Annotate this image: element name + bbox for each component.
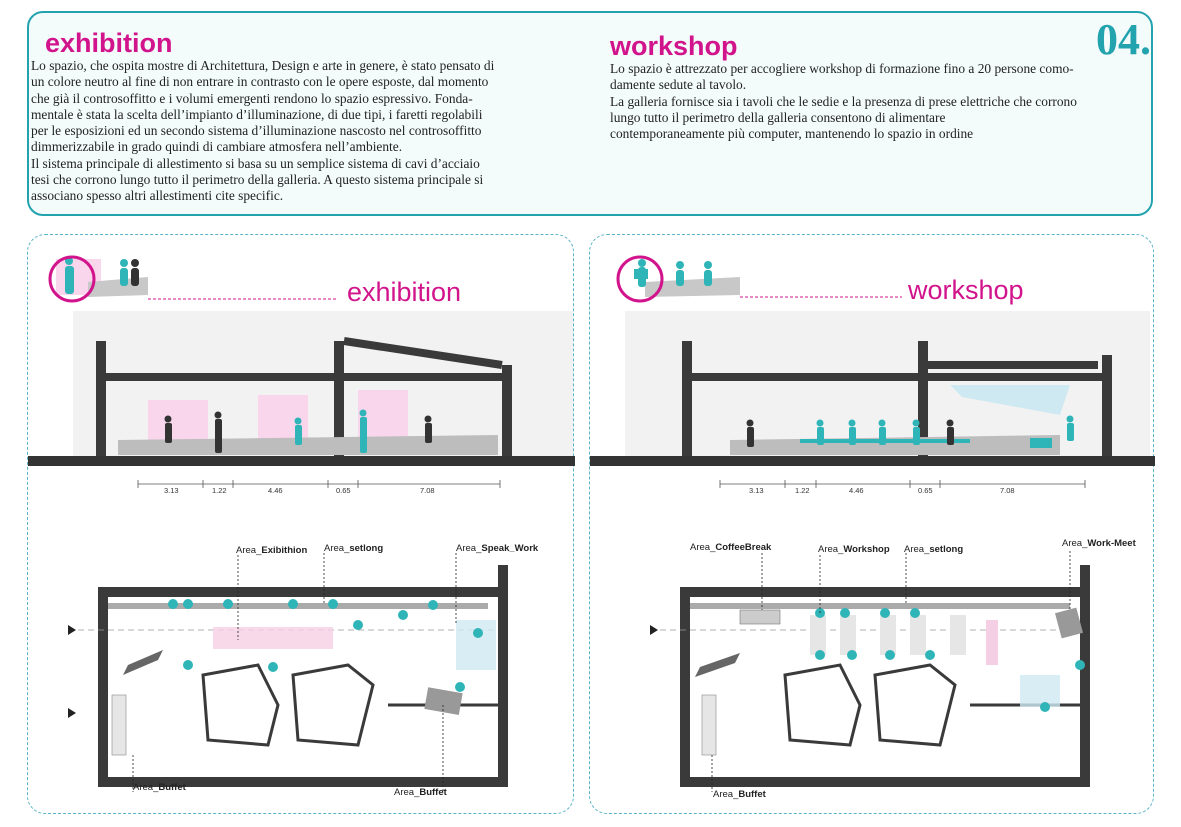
workshop-section [590, 311, 1155, 466]
workshop-mode-icon [616, 255, 740, 303]
dimension-label: 1.22 [795, 486, 810, 495]
exhibition-drawing [28, 255, 575, 792]
page-number: 04. [1096, 15, 1151, 64]
area-label-exhibition: Area_Exibithion [236, 545, 308, 556]
header-box [27, 11, 1153, 216]
area-label-buffet: Area_Buffet [713, 789, 766, 800]
workshop-dimension-line [719, 480, 1086, 488]
area-label-setlong: Area_setlong [904, 544, 964, 555]
exhibition-mode-icon [48, 255, 148, 303]
dimension-label: 4.46 [849, 486, 864, 495]
exhibition-dimension-line [137, 480, 501, 488]
dimension-label: 3.13 [164, 486, 179, 495]
workshop-description: Lo spazio è attrezzato per accogliere wo… [610, 61, 1077, 142]
area-label-work-meet: Area_Work-Meet [1062, 538, 1136, 549]
workshop-plan [650, 551, 1090, 792]
exhibition-section [28, 311, 575, 466]
area-label-coffeebreak: Area_CoffeeBreak [690, 542, 772, 553]
workshop-panel-label: workshop [908, 275, 1024, 305]
workshop-drawing [590, 255, 1155, 792]
workshop-title: workshop [610, 31, 738, 61]
dimension-label: 4.46 [268, 486, 283, 495]
workshop-panel: workshop 3.13 1.22 4.46 0.65 7.08 Area_C… [589, 234, 1155, 814]
area-label-buffet-right: Area_Buffet [394, 787, 447, 798]
area-label-buffet-left: Area_Buffet [133, 782, 186, 793]
exhibition-panel-label: exhibition [347, 277, 462, 307]
dimension-label: 3.13 [749, 486, 764, 495]
dimension-label: 1.22 [212, 486, 227, 495]
exhibition-description: Lo spazio, che ospita mostre di Architet… [31, 58, 495, 204]
dimension-label: 0.65 [918, 486, 933, 495]
exhibition-plan [68, 553, 508, 792]
area-label-setlong: Area_setlong [324, 543, 384, 554]
dimension-label: 7.08 [420, 486, 435, 495]
area-label-workshop: Area_Workshop [818, 544, 890, 555]
exhibition-title: exhibition [45, 28, 173, 58]
area-label-speak-work: Area_Speak_Work [456, 543, 539, 554]
exhibition-panel: exhibition 3.13 1.22 4.46 0.65 7.08 Area… [27, 234, 575, 814]
dimension-label: 7.08 [1000, 486, 1015, 495]
dimension-label: 0.65 [336, 486, 351, 495]
